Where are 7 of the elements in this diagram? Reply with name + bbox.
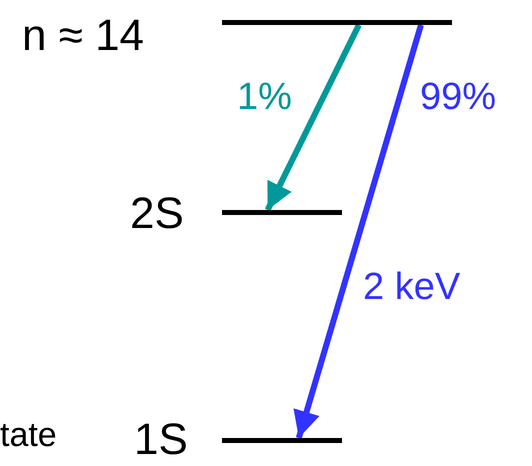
state-label: tate — [0, 418, 57, 452]
level-label: 2S — [130, 192, 184, 236]
level-label: 1S — [134, 418, 188, 462]
arrow — [294, 24, 424, 439]
arrow — [264, 24, 362, 212]
level-label: n ≈ 14 — [22, 14, 144, 58]
energy-label: 2 keV — [363, 268, 460, 306]
